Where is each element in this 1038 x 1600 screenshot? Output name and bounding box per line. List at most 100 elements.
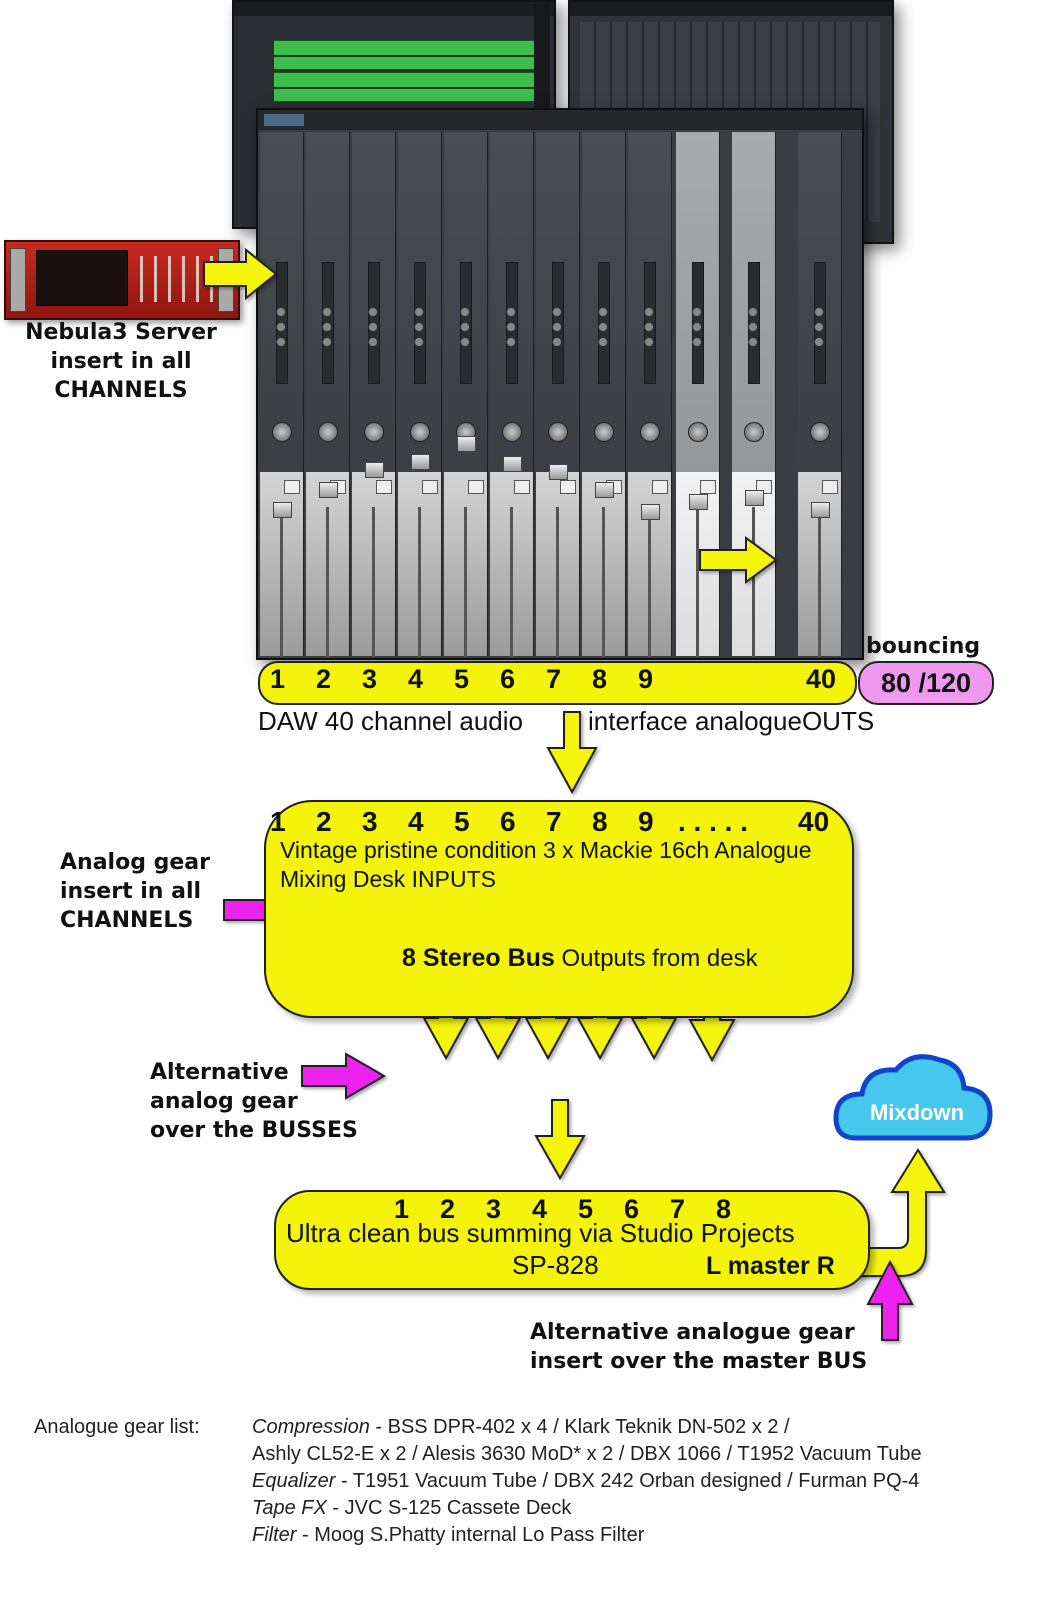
channel-fader[interactable] (319, 482, 338, 498)
channel-fader[interactable] (595, 482, 614, 498)
pan-knob[interactable] (594, 422, 614, 442)
summing-channel-2: 2 (440, 1194, 456, 1224)
gear-items: - JVC S-125 Cassete Deck (326, 1497, 572, 1519)
desk-channel-40: 40 (798, 806, 830, 837)
daw-mixer-strips (256, 108, 864, 660)
summing-channel-7: 7 (670, 1194, 686, 1224)
pan-knob[interactable] (640, 422, 660, 442)
desk-channel-5: 5 (454, 806, 470, 837)
desk-bus-bold: 8 Stereo Bus (402, 944, 555, 972)
channel-fader[interactable] (549, 464, 568, 480)
arrow-bounce (699, 536, 778, 584)
summing-channel-8: 8 (716, 1194, 732, 1224)
solo-button[interactable] (284, 480, 300, 494)
daw-caption-right: interface analogueOUTS (588, 706, 875, 736)
desk-channel-9: 9 (638, 806, 654, 837)
channel-strip (628, 132, 672, 657)
mixdown-cloud-shape (833, 1054, 993, 1141)
gear-category: Compression (252, 1416, 370, 1438)
channel-fader[interactable] (811, 502, 830, 518)
desk-channel-7: 7 (546, 806, 562, 837)
pan-knob[interactable] (548, 422, 568, 442)
gear-list-line-2: Ashly CL52-E x 2 / Alesis 3630 MoD* x 2 … (252, 1443, 922, 1466)
gear-items: - T1951 Vacuum Tube / DBX 242 Orban desi… (335, 1470, 920, 1492)
mixdown-label: Mixdown (869, 1100, 965, 1125)
alt-busses-label-line-2: analog gear (150, 1089, 298, 1114)
desk-description-line-2: Mixing Desk INPUTS (280, 866, 496, 892)
channel-strip (260, 132, 304, 657)
nebula-label: Nebula3 Server insert in all CHANNELS (10, 318, 232, 405)
solo-button[interactable] (514, 480, 530, 494)
daw-channel-4: 4 (408, 664, 424, 694)
pan-knob[interactable] (318, 422, 338, 442)
summing-box (274, 1190, 870, 1290)
desk-channel-6: 6 (500, 806, 516, 837)
desk-channel-2: 2 (316, 806, 332, 837)
desk-channel-3: 3 (362, 806, 378, 837)
mackie-desk-box (264, 800, 854, 1018)
gear-list-title: Analogue gear list: (34, 1416, 200, 1438)
desk-channel-dots: . . . . . (678, 806, 749, 837)
daw-channel-7: 7 (546, 664, 562, 694)
channel-fader[interactable] (273, 502, 292, 518)
channel-strip (444, 132, 488, 657)
arrow-master-to-mixdown (855, 1148, 946, 1277)
gear-list-line-3: Equalizer - T1951 Vacuum Tube / DBX 242 … (252, 1470, 919, 1493)
solo-button[interactable] (822, 480, 838, 494)
mixer-tab-default[interactable] (264, 114, 304, 126)
daw-channel-1: 1 (270, 664, 286, 694)
channel-strip (398, 132, 442, 657)
alt-master-label-line-1: Alternative analogue gear (530, 1320, 855, 1345)
pan-knob[interactable] (810, 422, 830, 442)
analog-gear-label-line-2: insert in all (60, 879, 202, 904)
desk-bus-outputs: 8 Stereo Bus Outputs from desk (402, 944, 758, 973)
alt-master-label: Alternative analogue gear insert over th… (530, 1318, 867, 1376)
pan-knob[interactable] (744, 422, 764, 442)
gear-list-line-1: Compression - BSS DPR-402 x 4 / Klark Te… (252, 1416, 790, 1439)
pan-knob[interactable] (502, 422, 522, 442)
analog-gear-label-line-1: Analog gear (60, 850, 210, 875)
channel-fader[interactable] (457, 436, 476, 452)
desk-description: Vintage pristine condition 3 x Mackie 16… (280, 836, 840, 894)
channel-fader[interactable] (365, 462, 384, 478)
channel-fader[interactable] (745, 490, 764, 506)
summing-channel-5: 5 (578, 1194, 594, 1224)
nebula-label-line-1: Nebula3 Server (25, 320, 217, 345)
gear-items: Ashly CL52-E x 2 / Alesis 3630 MoD* x 2 … (252, 1443, 922, 1465)
solo-button[interactable] (376, 480, 392, 494)
gear-list-line-5: Filter - Moog S.Phatty internal Lo Pass … (252, 1524, 644, 1547)
channel-strip (352, 132, 396, 657)
solo-button[interactable] (422, 480, 438, 494)
channel-fader[interactable] (411, 454, 430, 470)
solo-button[interactable] (652, 480, 668, 494)
alt-master-label-line-2: insert over the master BUS (530, 1349, 868, 1374)
pan-knob[interactable] (688, 422, 708, 442)
desk-channel-4: 4 (408, 806, 424, 837)
analog-gear-label-line-3: CHANNELS (60, 908, 194, 933)
solo-button[interactable] (468, 480, 484, 494)
pan-knob[interactable] (364, 422, 384, 442)
pan-knob[interactable] (272, 422, 292, 442)
arrow-alt-busses (301, 1052, 386, 1100)
solo-button[interactable] (700, 480, 716, 494)
pan-knob[interactable] (410, 422, 430, 442)
daw-channel-3: 3 (362, 664, 378, 694)
summing-channel-3: 3 (486, 1194, 502, 1224)
channel-strip (582, 132, 626, 657)
arrow-alt-master (866, 1259, 914, 1341)
nebula-rack-unit (4, 240, 240, 320)
daw-channel-5: 5 (454, 664, 470, 694)
channel-fader[interactable] (503, 456, 522, 472)
arrow-desk-to-summing (534, 1099, 586, 1181)
alt-busses-label-line-1: Alternative (150, 1060, 289, 1085)
solo-button[interactable] (560, 480, 576, 494)
channel-fader[interactable] (641, 504, 660, 520)
gear-list-line-4: Tape FX - JVC S-125 Cassete Deck (252, 1497, 571, 1520)
channel-strip (490, 132, 534, 657)
channel-fader[interactable] (689, 494, 708, 510)
daw-channel-6: 6 (500, 664, 516, 694)
summing-master-label: L master R (706, 1252, 835, 1280)
daw-channel-40: 40 (806, 664, 837, 694)
daw-channel-9: 9 (638, 664, 654, 694)
summing-channel-4: 4 (532, 1194, 548, 1224)
